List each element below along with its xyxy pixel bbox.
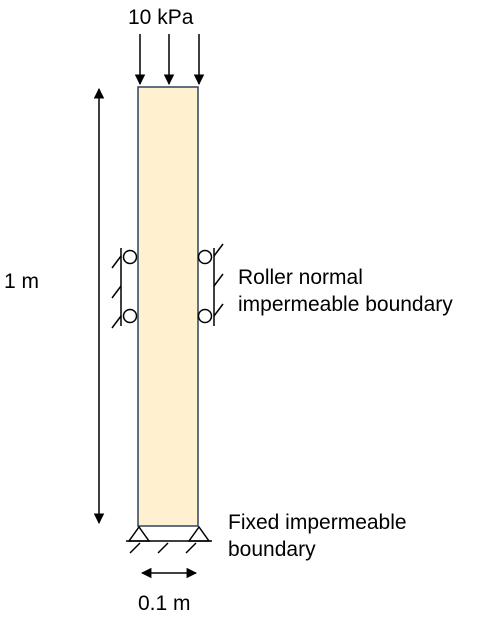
fixed-support-icon [126, 525, 212, 554]
arrow-down-icon [134, 34, 205, 86]
fixed-boundary-label-line: Fixed impermeable [228, 511, 407, 534]
fixed-boundary-label-line: boundary [228, 538, 316, 561]
fixed-boundary-label: Fixed impermeable boundary [228, 509, 407, 563]
roller-support-icon [111, 248, 138, 329]
width-label: 0.1 m [138, 592, 191, 615]
roller-boundary-label: Roller normal impermeable boundary [238, 264, 453, 318]
roller-boundary-label-line: Roller normal [238, 266, 363, 289]
height-label: 1 m [4, 270, 40, 293]
roller-boundary-label-line: impermeable boundary [238, 293, 453, 316]
roller-support-icon [197, 243, 224, 326]
load-label: 10 kPa [128, 6, 194, 29]
soil-column [137, 86, 199, 527]
